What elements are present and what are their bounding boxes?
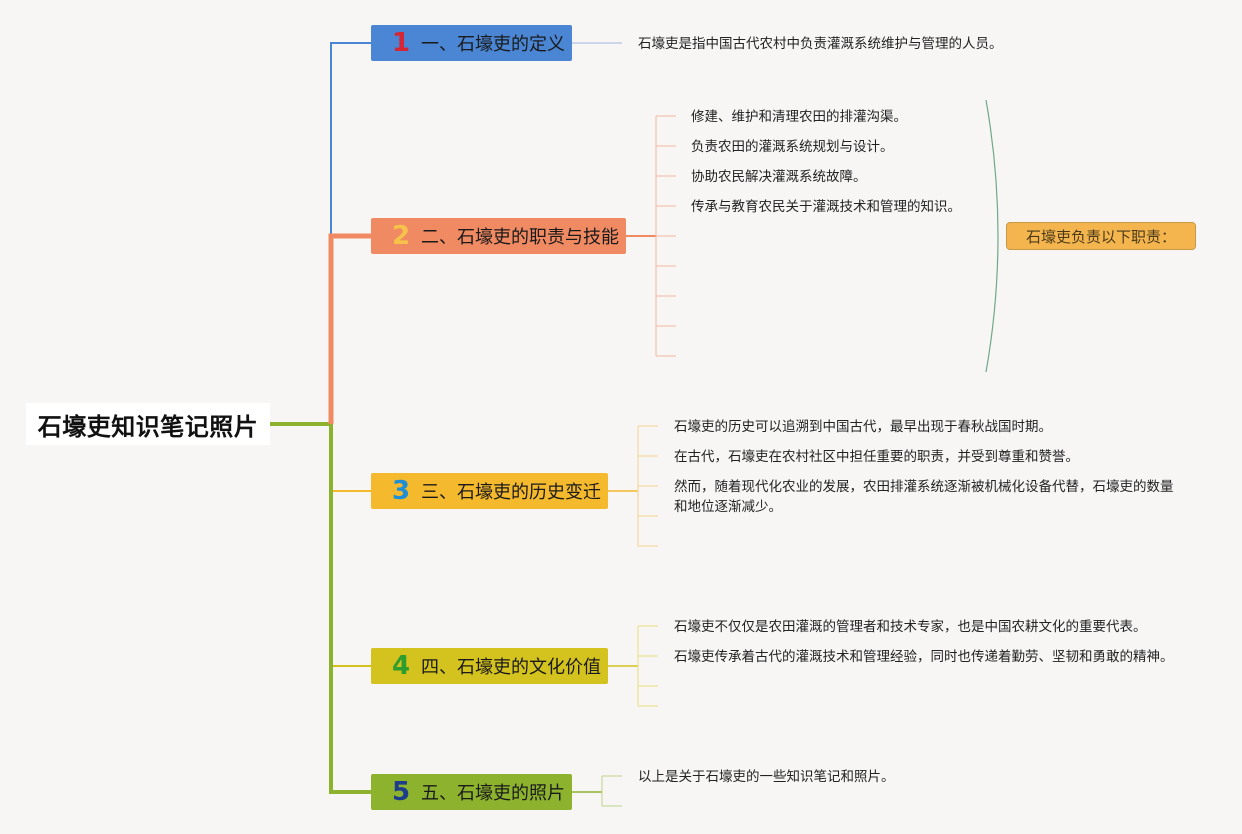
branch-3-node[interactable]: 3 三、石壕吏的历史变迁 bbox=[371, 473, 608, 509]
b3-leaf-1[interactable]: 石壕吏的历史可以追溯到中国古代，最早出现于春秋战国时期。 bbox=[674, 419, 1052, 435]
b4-leaf-1[interactable]: 石壕吏不仅仅是农田灌溉的管理者和技术专家，也是中国农耕文化的重要代表。 bbox=[674, 619, 1147, 635]
branch-5-number: 5 bbox=[391, 777, 411, 807]
b3-leaf-2[interactable]: 在古代，石壕吏在农村社区中担任重要的职责，并受到尊重和赞誉。 bbox=[674, 449, 1079, 465]
b3-ticks bbox=[638, 425, 658, 547]
branch-3-number: 3 bbox=[391, 476, 411, 506]
root-node[interactable]: 石壕吏知识笔记照片 bbox=[26, 403, 270, 445]
b2-summary-text: 石壕吏负责以下职责： bbox=[1025, 227, 1176, 246]
b2-leaf-2[interactable]: 负责农田的灌溉系统规划与设计。 bbox=[691, 139, 894, 155]
trunk-b2 bbox=[328, 233, 371, 424]
b2-leaf-1[interactable]: 修建、维护和清理农田的排灌沟渠。 bbox=[691, 109, 907, 125]
branch-1-node[interactable]: 1 一、石壕吏的定义 bbox=[371, 25, 572, 61]
b3-leaf-3[interactable]: 然而，随着现代化农业的发展，农田排灌系统逐渐被机械化设备代替，石壕吏的数量和地位… bbox=[674, 479, 1174, 515]
root-title: 石壕吏知识笔记照片 bbox=[37, 412, 259, 441]
b2-leaf-4[interactable]: 传承与教育农民关于灌溉技术和管理的知识。 bbox=[691, 199, 961, 215]
branch-5-node[interactable]: 5 五、石壕吏的照片 bbox=[371, 774, 572, 810]
branch-4-node[interactable]: 4 四、石壕吏的文化价值 bbox=[371, 648, 608, 684]
b2-summary-callout[interactable]: 石壕吏负责以下职责： bbox=[1006, 222, 1196, 250]
branch-2-node[interactable]: 2 二、石壕吏的职责与技能 bbox=[371, 218, 626, 254]
b2-leaf-3[interactable]: 协助农民解决灌溉系统故障。 bbox=[691, 169, 867, 185]
b1-leaf-definition[interactable]: 石壕吏是指中国古代农村中负责灌溉系统维护与管理的人员。 bbox=[638, 36, 1003, 52]
branch-2-label: 二、石壕吏的职责与技能 bbox=[421, 227, 619, 248]
trunk-b4 bbox=[330, 424, 371, 667]
branch-3-label: 三、石壕吏的历史变迁 bbox=[421, 482, 601, 503]
b4-leaf-2[interactable]: 石壕吏传承着古代的灌溉技术和管理经验，同时也传递着勤劳、坚韧和勇敢的精神。 bbox=[674, 649, 1174, 665]
branch-2-number: 2 bbox=[391, 221, 411, 251]
b4-ticks bbox=[638, 625, 658, 707]
trunk-b5 bbox=[329, 424, 371, 794]
branch-4-label: 四、石壕吏的文化价值 bbox=[421, 657, 601, 678]
b5-leaf-1[interactable]: 以上是关于石壕吏的一些知识笔记和照片。 bbox=[638, 769, 895, 785]
b2-ticks bbox=[656, 115, 676, 357]
branch-4-number: 4 bbox=[391, 651, 411, 681]
branch-1-label: 一、石壕吏的定义 bbox=[421, 34, 565, 55]
b2-summary-curve bbox=[985, 99, 999, 373]
trunk-b3 bbox=[330, 424, 371, 492]
b5-ticks bbox=[602, 775, 622, 807]
branch-1-number: 1 bbox=[391, 28, 411, 58]
branch-5-label: 五、石壕吏的照片 bbox=[421, 783, 565, 804]
